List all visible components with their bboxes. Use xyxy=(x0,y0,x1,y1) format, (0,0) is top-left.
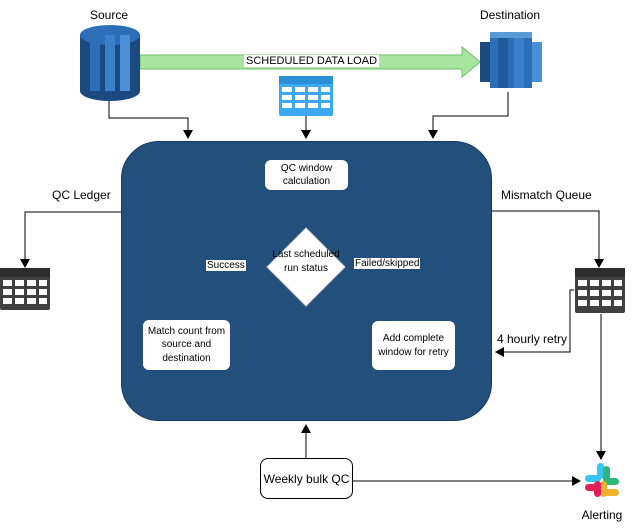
queue-connector xyxy=(492,210,604,268)
success-label: Success xyxy=(206,260,246,271)
destination-title: Destination xyxy=(479,8,541,22)
decision-diamond xyxy=(266,227,346,307)
match-count-box: Match count from source and destination xyxy=(143,320,230,370)
ledger-connector xyxy=(20,211,121,268)
qc-ledger-label: QC Ledger xyxy=(52,188,111,202)
source-title: Source xyxy=(89,8,129,22)
qc-window-box: QC window calculation xyxy=(265,160,348,190)
failed-label: Failed/skipped xyxy=(354,258,421,269)
alerting-label: Alerting xyxy=(581,508,623,522)
table-icon xyxy=(575,268,625,313)
weekly-bulk-qc-box: Weekly bulk QC xyxy=(260,458,353,499)
database-icon xyxy=(80,25,140,101)
destination-connector xyxy=(428,92,509,139)
table-icon xyxy=(279,76,333,116)
table-icon xyxy=(0,268,50,310)
database-icon xyxy=(480,32,542,88)
source-connector xyxy=(108,100,193,139)
slack-icon xyxy=(585,463,619,497)
retry-connector xyxy=(495,289,574,357)
mismatch-queue-label: Mismatch Queue xyxy=(501,188,592,202)
retry-label: 4 hourly retry xyxy=(497,332,568,346)
scheduled-load-label: SCHEDULED DATA LOAD xyxy=(244,55,380,67)
add-window-box: Add complete window for retry xyxy=(372,321,455,370)
decision-label: Last scheduled run status xyxy=(272,249,340,274)
